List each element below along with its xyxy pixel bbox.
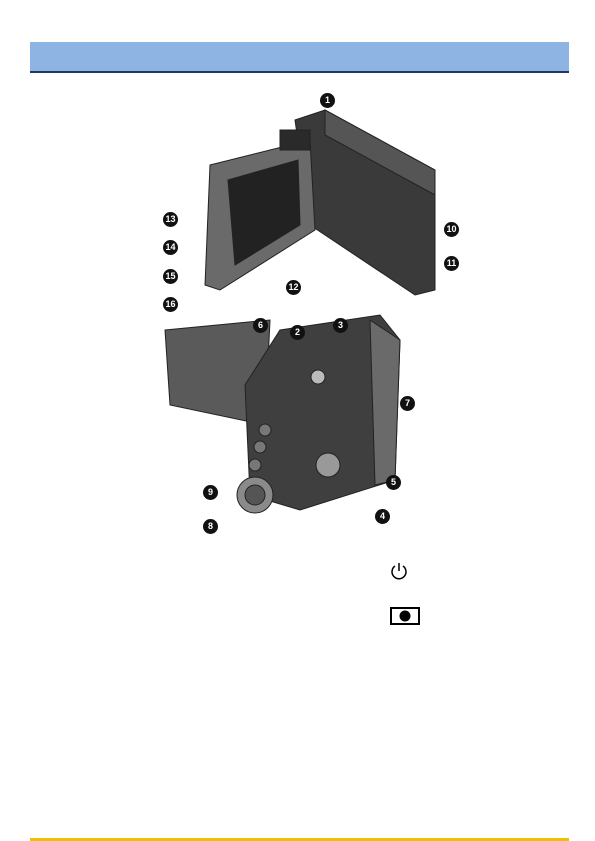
footer-rule (30, 838, 569, 841)
callout-13: 13 (163, 212, 178, 227)
callout-1: 1 (320, 93, 335, 108)
camcorder-top-view (204, 109, 436, 296)
callout-10: 10 (444, 222, 459, 237)
callout-11: 11 (444, 256, 459, 271)
callout-14: 14 (163, 240, 178, 255)
power-icon (391, 563, 407, 580)
callout-12: 12 (286, 280, 301, 295)
callout-2: 2 (290, 325, 305, 340)
callout-16: 16 (163, 297, 178, 312)
callout-5: 5 (386, 475, 401, 490)
callout-4: 4 (375, 509, 390, 524)
section-header-bar (30, 42, 569, 73)
callout-8: 8 (203, 519, 218, 534)
camcorder-figure (164, 109, 436, 514)
callout-3: 3 (333, 318, 348, 333)
callout-15: 15 (163, 269, 178, 284)
callout-9: 9 (203, 485, 218, 500)
record-button-icon (390, 607, 420, 625)
callout-6: 6 (253, 318, 268, 333)
camcorder-bottom-view (164, 314, 401, 514)
callout-7: 7 (400, 396, 415, 411)
